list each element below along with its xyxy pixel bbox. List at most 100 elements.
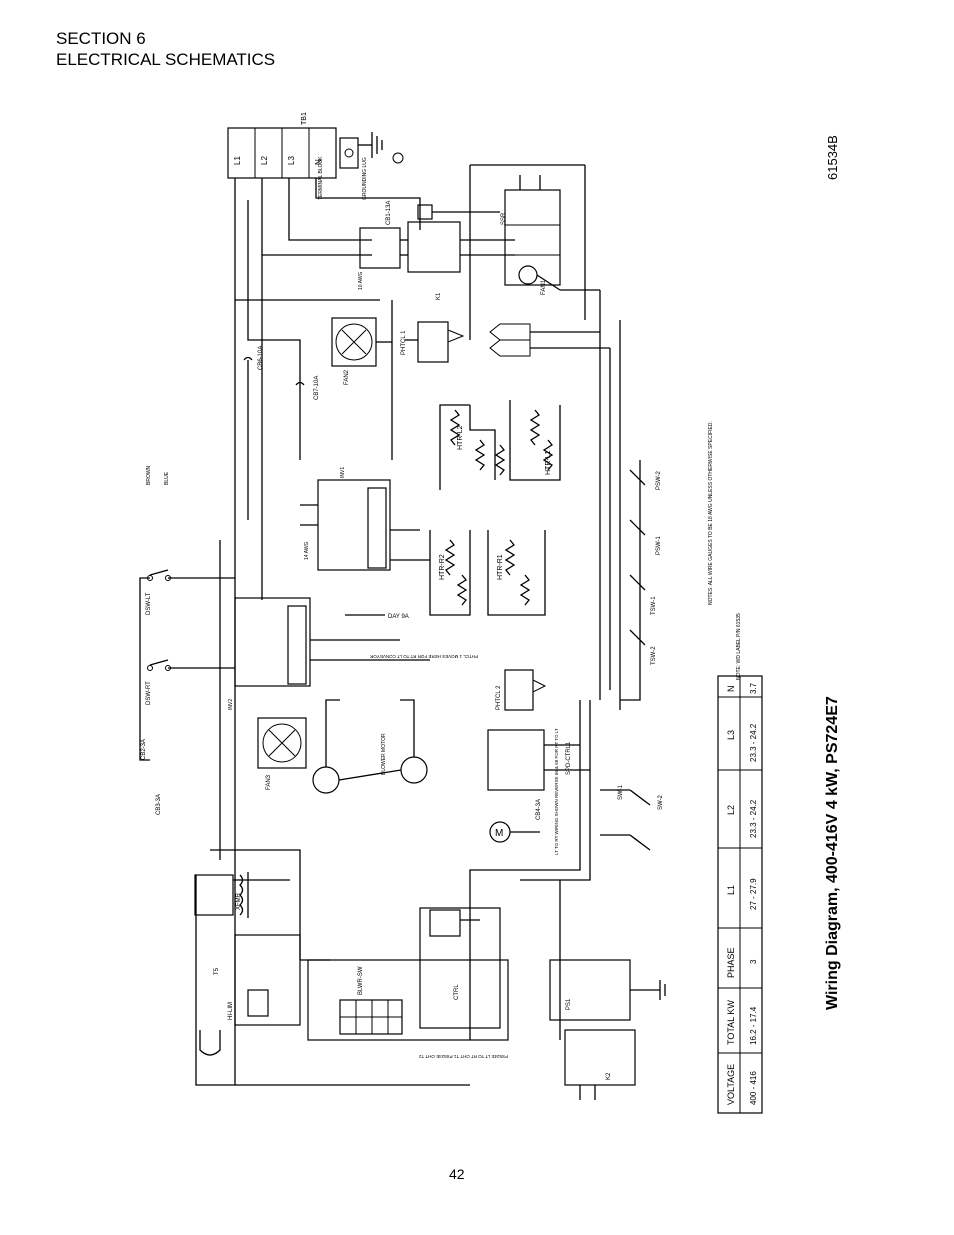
table-header-n: N (726, 686, 736, 693)
table-cell-l3: 23.3 - 24.2 (749, 723, 758, 762)
label-spd-ctrl1: SPD-CTRL1 (566, 741, 572, 775)
annotation-10-awg: 10 AWG (358, 271, 364, 290)
label-t5: T5 (214, 967, 220, 975)
section-title: ELECTRICAL SCHEMATICS (56, 50, 276, 69)
phtcl1 (405, 321, 465, 363)
label-sw-2: SW-2 (658, 794, 664, 810)
annotation-thermocouple-note: PS524E LT TO RT OHT T1 PS524E OHT T2 (419, 1054, 508, 1059)
harness-lines (195, 290, 621, 1086)
label-cb4: CB4-3A (536, 799, 542, 820)
transformer (194, 872, 290, 918)
label-fan2: FAN2 (344, 369, 350, 385)
label-cb3: CB3-3A (156, 794, 162, 815)
annotation-phtcl1-note: PHTCL 1 MOVES HERE FOR RT TO LT CONVEYOR (369, 654, 478, 659)
diagram-title: Wiring Diagram, 400-416V 4 kW, PS724E7 (824, 696, 841, 1010)
label-sw-1: SW-1 (618, 784, 624, 800)
pressure-temp-switches (620, 460, 646, 701)
label-psw-2: PSW-2 (656, 470, 662, 490)
temp-controller (419, 907, 501, 1029)
label-cb2: CB2-3A (141, 739, 147, 760)
label-fan1: FAN1 (541, 279, 547, 295)
terminal-n: N (314, 159, 323, 165)
phtcl2 (504, 669, 547, 711)
terminal-l2: L2 (260, 156, 269, 165)
annotation-wiring-shown: LT TO RT WIRING SHOWN REVERSE 66 & 68 FO… (554, 728, 559, 855)
component-labels: CB1-13A K1 SSR FAN1 CB6-10A CB7-10A FAN2… (141, 201, 664, 1080)
label-blwr-sw: BLWR-SW (358, 966, 364, 995)
label-tsw-1: TSW-1 (651, 596, 657, 615)
fan-connector (489, 323, 610, 357)
thermocouple-block (307, 959, 509, 1041)
table-cell-phase: 3 (749, 959, 758, 964)
fan1 (518, 265, 600, 291)
k2-relay (564, 1029, 636, 1100)
fan3 (257, 717, 307, 769)
label-psw-1: PSW-1 (656, 535, 662, 555)
label-cb6: CB6-10A (258, 346, 264, 370)
heaters-left (439, 400, 561, 490)
label-inv1: INV1 (340, 467, 346, 478)
conveyor-motor: M (489, 821, 540, 843)
label-tsw-2: TSW-2 (651, 646, 657, 665)
section-number: SECTION 6 (56, 29, 146, 48)
terminal-block-desc: TERMINAL BLOCK (318, 156, 324, 200)
annotation-brown: BROWN (146, 465, 152, 485)
table-cell-l2: 23.3 - 24.2 (749, 799, 758, 838)
terminal-l1: L1 (233, 156, 242, 165)
heaters-right (429, 530, 546, 616)
label-ps1: PS1 (566, 998, 572, 1010)
label-cb7: CB7-10A (314, 376, 320, 400)
table-header-phase: PHASE (726, 947, 736, 978)
speed-control (487, 729, 590, 791)
doc-number: 61534B (825, 135, 840, 180)
annotation-blue: BLUE (164, 471, 170, 485)
table-cell-total-kw: 16.2 - 17.4 (749, 1006, 758, 1045)
inv2 (234, 597, 430, 687)
label-htr-l2: HTR-L2 (457, 425, 464, 450)
label-k2: K2 (606, 1072, 612, 1080)
terminal-l3: L3 (287, 156, 296, 165)
power-supply (549, 959, 666, 1021)
label-phtcl1: PHTCL 1 (401, 330, 407, 355)
annotation-day-9a: DAY 9A (388, 614, 409, 620)
label-blower-motor: BLOWER MOTOR (381, 733, 387, 775)
conveyor-switches (600, 789, 651, 851)
load-table: VOLTAGE TOTAL KW PHASE L1 L2 L3 N 400 - … (717, 675, 763, 1114)
label-xfmr: XFMR (236, 892, 242, 910)
cb6-cb7 (243, 200, 305, 520)
cb1-k1 (359, 204, 515, 273)
annotation-14-awg: 14 AWG (304, 541, 310, 560)
table-header-l3: L3 (726, 730, 736, 740)
table-cell-n: 3.7 (749, 682, 758, 694)
annotation-wd-label: NOTE: WD LABEL P/N 61535 (736, 613, 742, 680)
label-fan3: FAN3 (266, 774, 272, 790)
label-htr-l1: HTR-L1 (545, 450, 552, 475)
table-cell-l1: 27 - 27.9 (749, 878, 758, 910)
ground-lug-label: GROUNDING LUG (362, 157, 368, 200)
label-hi-lim: HI-LIM (228, 1002, 234, 1020)
ground-lug: GROUNDING LUG (339, 132, 404, 200)
ssr-relay (469, 164, 586, 340)
table-header-l2: L2 (726, 805, 736, 815)
label-dsw-lt: DSW-LT (146, 592, 152, 615)
table-header-total-kw: TOTAL KW (726, 1000, 736, 1045)
label-htr-r2: HTR-R2 (439, 554, 446, 580)
table-cell-voltage: 400 - 416 (749, 1071, 758, 1105)
label-cb1: CB1-13A (386, 201, 392, 225)
terminal-block-name: TB1 (301, 112, 308, 125)
door-switches (139, 569, 235, 761)
label-htr-r1: HTR-R1 (497, 554, 504, 580)
table-header-l1: L1 (726, 885, 736, 895)
motor-symbol: M (495, 828, 503, 839)
section-header: SECTION 6 ELECTRICAL SCHEMATICS (56, 28, 275, 70)
label-ctrl: CTRL (454, 984, 460, 1000)
annotation-wire-gauge-note: NOTES: ALL WIRE GAUGES TO BE 18 AWG UNLE… (708, 421, 714, 605)
label-dsw-rt: DSW-RT (146, 681, 152, 705)
page-number: 42 (449, 1166, 465, 1182)
label-k1: K1 (436, 292, 442, 300)
terminal-block: L1 L2 L3 N TB1 TERMINAL BLOCK (227, 112, 337, 200)
fan2 (331, 300, 393, 460)
label-inv2: INV2 (228, 699, 234, 710)
table-header-voltage: VOLTAGE (726, 1064, 736, 1105)
